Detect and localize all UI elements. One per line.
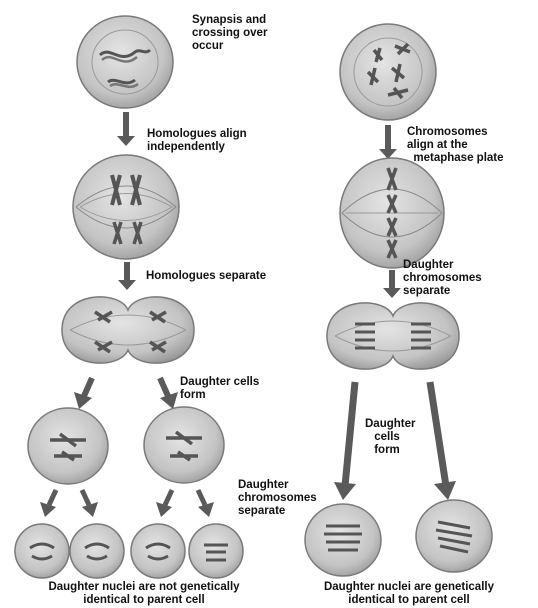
arrow-down-icon [118,262,136,290]
label-homologues-separate: Homologues separate [146,270,266,283]
arrow-down-icon [379,125,397,159]
mitosis-metaphase-cell [340,158,444,268]
arrow-down-icon [82,490,98,517]
label-homologues-align: Homologues align independently [147,128,247,154]
meiosis-anaphase-cell [62,297,194,363]
meiosis-nucleus-1 [15,524,69,578]
meiosis-daughter-cell-left [28,408,108,484]
caption-mitosis: Daughter nuclei are genetically identica… [286,581,532,607]
arrow-down-left-icon [74,378,92,409]
arrow-down-icon [40,490,56,517]
arrow-down-icon [383,270,401,298]
arrow-down-right-icon [160,378,178,409]
meiosis-nucleus-4 [189,524,243,578]
label-daughter-chromosomes-separate-meiosis: Daughter chromosomes separate [238,479,317,518]
meiosis-metaphase-cell [73,155,179,259]
label-synapsis: Synapsis and crossing over occur [192,14,267,53]
mitosis-daughter-nucleus-right [416,500,492,572]
label-chromosomes-align: Chromosomes align at the metaphase plate [407,126,504,165]
mitosis-anaphase-cell [327,303,459,369]
label-daughter-cells-form-mitosis: Daughter cells form [365,418,409,457]
arrow-down-icon [156,490,172,517]
arrow-down-icon [117,112,135,146]
arrow-down-left-icon [334,382,356,500]
arrow-down-icon [198,490,214,517]
arrow-down-right-icon [430,382,456,500]
label-daughter-cells-form-meiosis: Daughter cells form [180,376,259,402]
mitosis-prophase-cell [340,24,436,120]
meiosis-nucleus-3 [131,524,185,578]
caption-meiosis: Daughter nuclei are not genetically iden… [24,581,264,607]
meiosis-nucleus-2 [70,524,124,578]
label-daughter-chromosomes-separate-mitosis: Daughter chromosomes separate [403,259,482,298]
meiosis-daughter-cell-right [144,407,224,483]
meiosis-prophase-cell [77,16,173,108]
